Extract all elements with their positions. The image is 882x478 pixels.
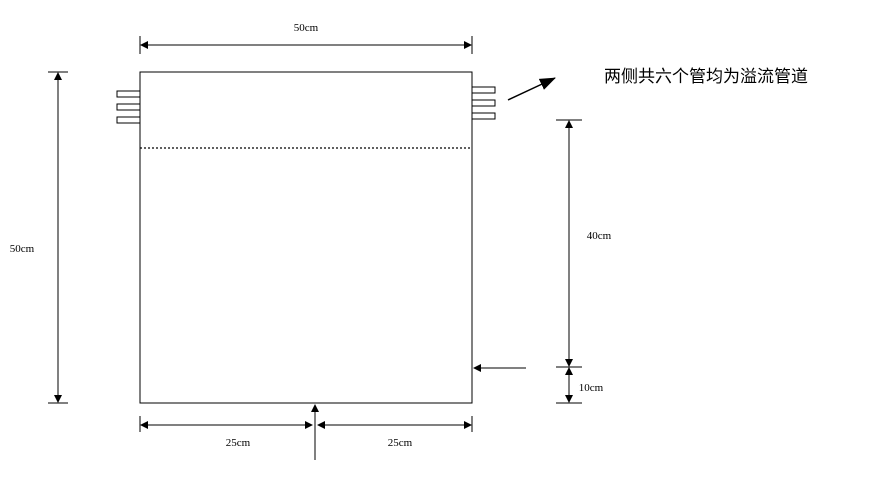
right-lower-label: 10cm [579,382,604,394]
right-height-dimension: 40cm 10cm [556,119,612,404]
overflow-note: 两侧共六个管均为溢流管道 [604,67,808,87]
bottom-left-label: 25cm [226,437,251,449]
top-width-dimension: 50cm [139,22,473,54]
bottom-width-dimension: 25cm 25cm [139,416,473,449]
right-upper-label: 40cm [587,230,612,242]
left-height-label: 50cm [10,243,35,255]
tank-body [139,71,473,404]
left-overflow-pipes [116,90,141,124]
overflow-pipe-icon [471,112,496,120]
note-pointer-arrow-icon [507,77,556,101]
left-height-dimension: 50cm [10,71,68,404]
bottom-right-label: 25cm [388,437,413,449]
overflow-pipe-icon [116,103,141,111]
overflow-pipe-icon [471,86,496,94]
top-width-label: 50cm [294,22,319,34]
overflow-pipe-icon [471,99,496,107]
overflow-pipe-icon [116,116,141,124]
right-overflow-pipes [471,86,496,120]
overflow-pipe-icon [116,90,141,98]
